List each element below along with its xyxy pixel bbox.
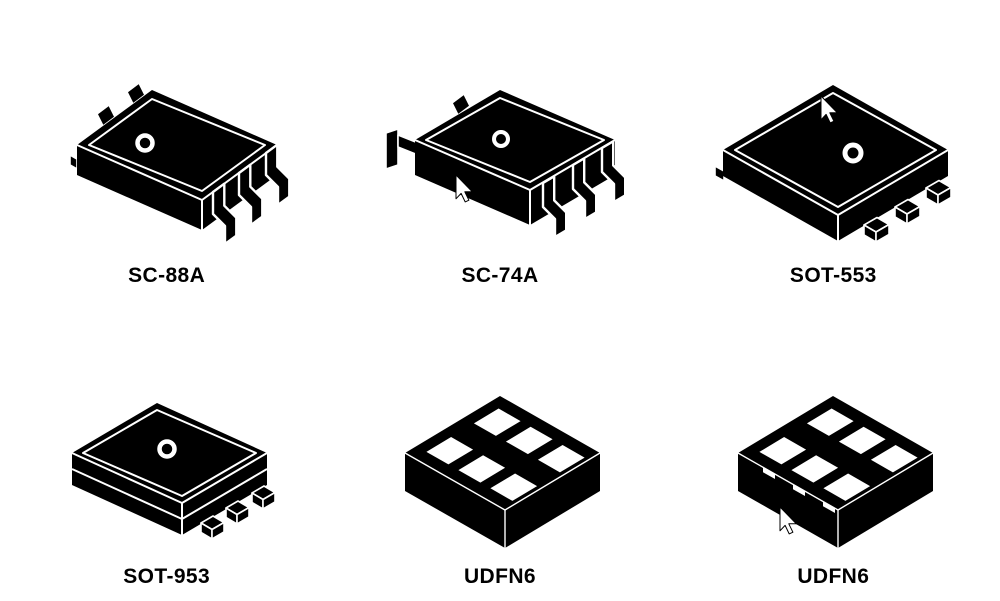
gull-wing-leads xyxy=(211,143,291,246)
sot-953-illustration xyxy=(71,403,276,540)
sc-74a-illustration xyxy=(385,90,627,239)
top-pads xyxy=(426,408,585,501)
package-label: SC-88A xyxy=(128,264,206,287)
cursor-icon xyxy=(820,95,839,124)
sc-88a-drawing xyxy=(37,35,297,260)
udfn6-a-illustration xyxy=(404,396,601,548)
pin1-indicator-ring xyxy=(156,439,177,459)
sc-88a-illustration xyxy=(68,82,291,246)
package-body xyxy=(404,396,601,548)
package-label: UDFN6 xyxy=(463,565,536,588)
side-lead xyxy=(714,165,726,182)
sc-74a-drawing xyxy=(360,35,640,260)
pin1-indicator-ring xyxy=(491,130,510,148)
package-body xyxy=(71,403,268,535)
top-pads xyxy=(759,408,918,501)
sot-553-drawing xyxy=(703,50,963,260)
package-figure-udfn6-b: UDFN6 xyxy=(667,300,1000,601)
package-figure-udfn6-a: UDFN6 xyxy=(333,300,666,601)
package-figure-sc-88a: SC-88A xyxy=(0,0,333,300)
package-label: SOT-953 xyxy=(123,565,211,588)
package-body xyxy=(737,396,934,548)
sot-953-drawing xyxy=(37,361,297,561)
sot-553-illustration xyxy=(714,85,953,243)
pin1-indicator-ring xyxy=(842,142,864,164)
udfn6-b-illustration xyxy=(737,396,934,548)
cursor-icon xyxy=(779,506,798,535)
udfn6-b-drawing xyxy=(708,361,958,561)
package-body xyxy=(722,85,949,241)
bottom-leads xyxy=(863,179,953,243)
package-figure-sot-953: SOT-953 xyxy=(0,300,333,601)
cursor-icon xyxy=(455,174,473,203)
pin1-indicator-ring xyxy=(134,133,155,153)
package-figure-sc-74a: SC-74A xyxy=(333,0,666,300)
side-pad-edges xyxy=(763,467,836,513)
udfn6-a-drawing xyxy=(375,361,625,561)
gull-wing-leads xyxy=(541,140,627,239)
back-leads xyxy=(68,82,146,170)
package-label: SOT-553 xyxy=(789,264,877,287)
package-label: UDFN6 xyxy=(797,565,870,588)
package-figure-sot-553: SOT-553 xyxy=(667,0,1000,300)
bottom-leads xyxy=(199,485,276,540)
package-label: SC-74A xyxy=(461,264,539,287)
